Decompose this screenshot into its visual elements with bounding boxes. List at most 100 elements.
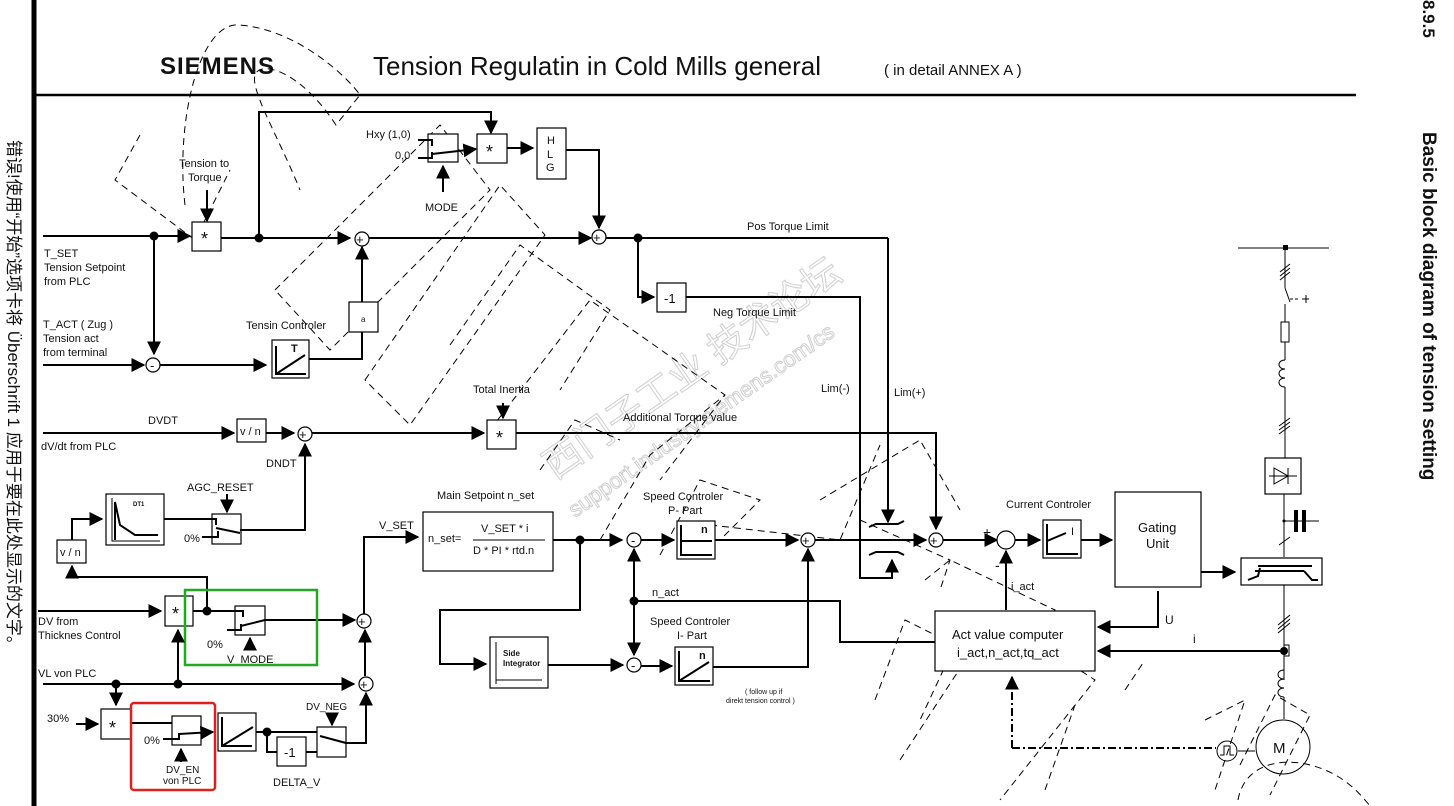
- speed-p-label: Speed Controler P- Part: [643, 491, 726, 517]
- total-inertia-label: Total Inertia: [473, 384, 531, 396]
- svg-text:*: *: [201, 229, 208, 249]
- svg-text:T: T: [291, 343, 298, 355]
- page-subtitle: ( in detail ANNEX A ): [884, 62, 1022, 79]
- svg-text:v / n: v / n: [240, 426, 261, 438]
- svg-text:n: n: [699, 650, 706, 662]
- svg-text:-: -: [631, 533, 635, 548]
- tension-to-torque-label: Tension to Torque: [179, 158, 232, 184]
- page-title: Tension Regulatin in Cold Mills general: [373, 51, 821, 81]
- svg-text:0%: 0%: [184, 533, 200, 545]
- sum-junction-vl: [358, 676, 374, 692]
- sum-junction-current: [996, 530, 1016, 550]
- dashed-annotation-overlay: [114, 24, 1371, 806]
- svg-text:+: +: [983, 524, 991, 540]
- dv-en-highlight: [129, 701, 217, 792]
- dv-neg-label: DV_NEG: [306, 702, 347, 713]
- lim-minus-label: Lim(-): [821, 383, 850, 395]
- v-over-n-block-1: [236, 418, 267, 443]
- svg-text:-: -: [995, 557, 1000, 573]
- neg-torque-limit-label: Neg Torque Limit: [713, 307, 796, 319]
- inertia-multiplier: [486, 419, 517, 450]
- thirty-pct-label: 30%: [47, 713, 69, 725]
- siemens-logo: SIEMENS: [160, 53, 275, 80]
- side-error-text: 错误!使用“开始”选项卡将 Überschrift 1 应用于要在此处显示的文字…: [4, 140, 24, 653]
- vl-plc-label: VL von PLC: [38, 668, 96, 680]
- current-controller-block: [1042, 519, 1082, 559]
- svg-text:-: -: [631, 658, 635, 673]
- svg-text:n_set=: n_set=: [428, 533, 461, 545]
- negate-limit-block: [656, 282, 687, 313]
- dv-en-multiplier: [100, 708, 132, 740]
- i-label: i: [1193, 632, 1196, 646]
- v-mode-highlight: [183, 588, 319, 667]
- hlg-ramp-block: [536, 127, 567, 180]
- svg-text:DT1: DT1: [133, 502, 145, 508]
- delta-v-label: DELTA_V: [273, 777, 321, 789]
- svg-text:+: +: [593, 230, 601, 245]
- svg-text:+: +: [299, 427, 307, 442]
- act-value-computer-block: [934, 610, 1096, 672]
- follow-up-note: ( follow up if direkt tension control ): [726, 689, 795, 705]
- agc-reset-label: AGC_RESET: [187, 482, 254, 494]
- n-set-formula-block: [422, 511, 554, 572]
- current-controller-label: Current Controler: [1006, 499, 1091, 511]
- svg-text:-: -: [150, 358, 154, 373]
- act-value-computer-label: Act value computer i_act,n_act,tq_act: [952, 627, 1067, 660]
- svg-text:a: a: [361, 315, 366, 324]
- additional-torque-label: Additional Torque value: [623, 412, 737, 424]
- encoder-pulse-icon: [1216, 740, 1238, 762]
- svg-text:*: *: [172, 604, 179, 624]
- i-act-label: i_act: [1011, 581, 1034, 593]
- zero-zero-label: 0,0: [395, 150, 410, 162]
- power-circuit: [1238, 245, 1329, 752]
- hxy-label: Hxy (1,0): [366, 129, 411, 141]
- watermark-cn: 西门子工业 技术论坛: [536, 251, 849, 488]
- svg-text:-1: -1: [664, 291, 676, 306]
- mode-multiplier: [476, 133, 508, 164]
- v-set-label: V_SET: [379, 520, 414, 532]
- svg-text:L: L: [547, 149, 553, 161]
- svg-text:*: *: [109, 718, 116, 738]
- main-setpoint-label: Main Setpoint n_set: [437, 490, 534, 502]
- svg-text:*: *: [486, 142, 493, 162]
- section-number: 8.9.5: [1419, 0, 1438, 38]
- gating-unit-label: Gating Unit: [1138, 520, 1180, 551]
- motor-label: M: [1273, 740, 1286, 757]
- svg-text:+: +: [930, 533, 938, 548]
- svg-text:+: +: [356, 232, 364, 247]
- tension-controller-label: Tensin Controler: [246, 320, 326, 332]
- svg-text:n: n: [701, 524, 708, 536]
- dv-en-switch: [171, 715, 202, 746]
- dv-multiplier: [164, 595, 194, 627]
- speed-i-label: Speed Controler I- Part: [650, 616, 733, 642]
- svg-text:+: +: [802, 533, 810, 548]
- gating-unit-block: [1114, 491, 1202, 588]
- svg-text:V_SET * i: V_SET * i: [481, 523, 529, 535]
- u-label: U: [1165, 613, 1174, 627]
- svg-text:+: +: [360, 677, 368, 692]
- t-act-label: T_ACT ( Zug ) Tension act from terminal: [43, 319, 116, 359]
- dv-thickness-label: DV from Thicknes Control: [38, 616, 121, 642]
- svg-text:v / n: v / n: [60, 547, 81, 559]
- dndt-label: DNDT: [266, 458, 297, 470]
- motor-icon: [1255, 719, 1311, 775]
- dvdt-label: DVDT: [148, 415, 178, 427]
- svg-text:0%: 0%: [144, 735, 160, 747]
- svg-text:I: I: [1071, 526, 1074, 538]
- svg-text:H: H: [547, 135, 555, 147]
- svg-text:Side Integrator: Side Integrator: [503, 649, 540, 668]
- mode-label: MODE: [425, 202, 458, 214]
- svg-text:-1: -1: [284, 745, 296, 760]
- dvdt-source-label: dV/dt from PLC: [41, 441, 116, 453]
- lim-plus-label: Lim(+): [894, 387, 925, 399]
- a-scaling-block: [348, 301, 379, 333]
- torque-limiter-symbol: [868, 520, 905, 556]
- t-set-label: T_SET Tension Setpoint from PLC: [44, 248, 128, 288]
- v-mode-label: V_MODE: [227, 654, 273, 666]
- pos-torque-limit-label: Pos Torque Limit: [747, 221, 829, 233]
- tension-to-torque-multiplier: [191, 221, 222, 252]
- svg-text:0%: 0%: [207, 639, 223, 651]
- delta-v-negate-block: [276, 736, 307, 767]
- svg-text:*: *: [496, 428, 503, 448]
